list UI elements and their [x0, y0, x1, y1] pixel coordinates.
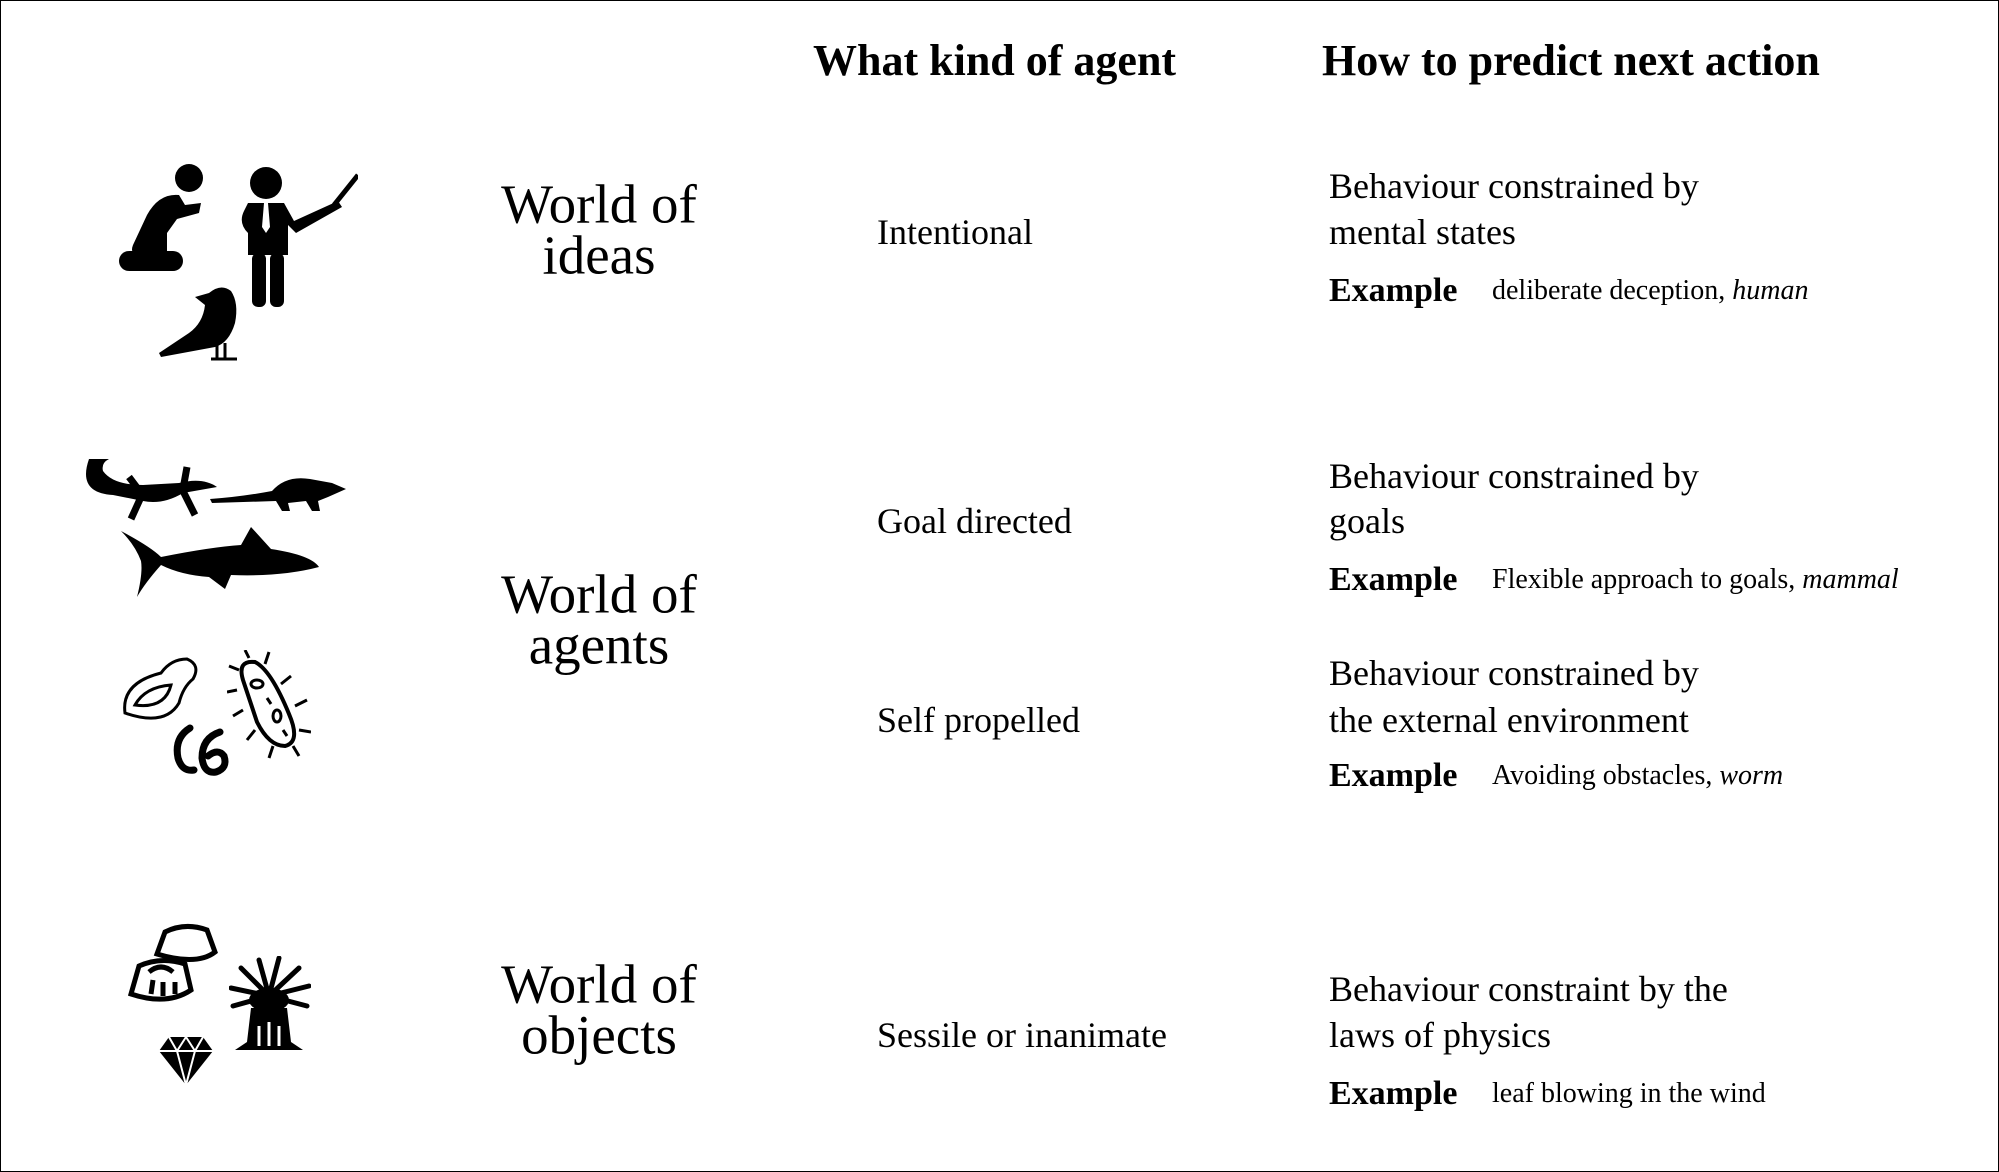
world-ideas-line1: World of	[501, 173, 697, 235]
bacterium-icon	[227, 650, 311, 759]
desc-line2: laws of physics	[1329, 1015, 1551, 1055]
example-text: Avoiding obstacles, worm	[1492, 760, 1784, 791]
kind-goal-directed: Goal directed	[877, 501, 1072, 541]
desc-line1: Behaviour constrained by	[1329, 653, 1699, 693]
kind-sessile: Sessile or inanimate	[877, 1015, 1167, 1055]
world-ideas-line2: ideas	[542, 224, 656, 286]
example-text: deliberate deception, human	[1492, 275, 1809, 306]
crow-icon	[159, 287, 237, 361]
jellyfish-icon	[127, 924, 218, 1002]
desc-line2: goals	[1329, 501, 1405, 541]
example-label: Example	[1329, 272, 1458, 309]
world-agents-line2: agents	[528, 614, 670, 676]
flatworm-icon	[123, 657, 198, 720]
world-objects-line2: objects	[521, 1004, 677, 1066]
lizard-icon	[86, 459, 217, 521]
desc-line2: the external environment	[1329, 700, 1689, 740]
worm-icon	[173, 724, 229, 776]
world-objects-line1: World of	[501, 953, 697, 1015]
desc-line2: mental states	[1329, 212, 1516, 252]
example-label: Example	[1329, 757, 1458, 794]
kneeling-person-icon	[119, 164, 203, 271]
diamond-icon	[159, 1036, 213, 1087]
example-label: Example	[1329, 1075, 1458, 1112]
rat-icon	[210, 478, 346, 511]
world-agents-line1: World of	[501, 563, 697, 625]
sea-anemone-icon	[229, 956, 311, 1050]
example-text: Flexible approach to goals, mammal	[1492, 564, 1899, 595]
example-text: leaf blowing in the wind	[1492, 1078, 1766, 1109]
desc-line1: Behaviour constraint by the	[1329, 969, 1728, 1009]
kind-self-propelled: Self propelled	[877, 700, 1080, 740]
example-label: Example	[1329, 561, 1458, 598]
teacher-pointing-icon	[241, 167, 358, 307]
desc-line1: Behaviour constrained by	[1329, 166, 1699, 206]
header-how-to-predict: How to predict next action	[1322, 36, 1820, 85]
desc-line1: Behaviour constrained by	[1329, 456, 1699, 496]
shark-icon	[121, 527, 319, 597]
header-what-kind-of-agent: What kind of agent	[813, 36, 1177, 85]
kind-intentional: Intentional	[877, 212, 1033, 252]
